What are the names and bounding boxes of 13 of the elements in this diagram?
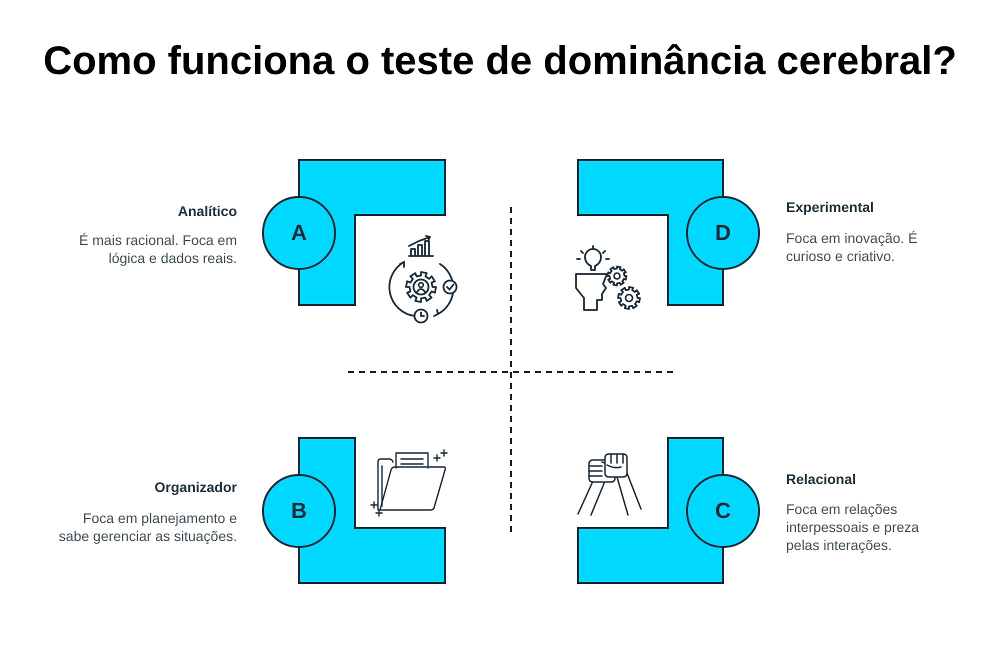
heading-text: Experimental [786,198,874,216]
title: Como funciona o teste de dominância cerebral? [42,38,958,84]
heading-text: Relacional [786,470,856,488]
description-text: Foca em inovação. É curioso e criativo. [786,229,919,265]
letter-circle: A [262,196,336,270]
heading-text: Organizador [154,478,237,496]
letter-circle: B [262,474,336,548]
description-text: Foca em relações interpessoais e preza pelas interações. [786,500,920,554]
description-text: É mais racional. Foca em lógica e dados reais. [78,231,237,267]
heading-text: Analítico [178,202,237,220]
letter-circle: C [686,474,760,548]
letter-circle: D [686,196,760,270]
description-text: Foca em planejamento e sabe gerenciar as situações. [58,509,237,545]
